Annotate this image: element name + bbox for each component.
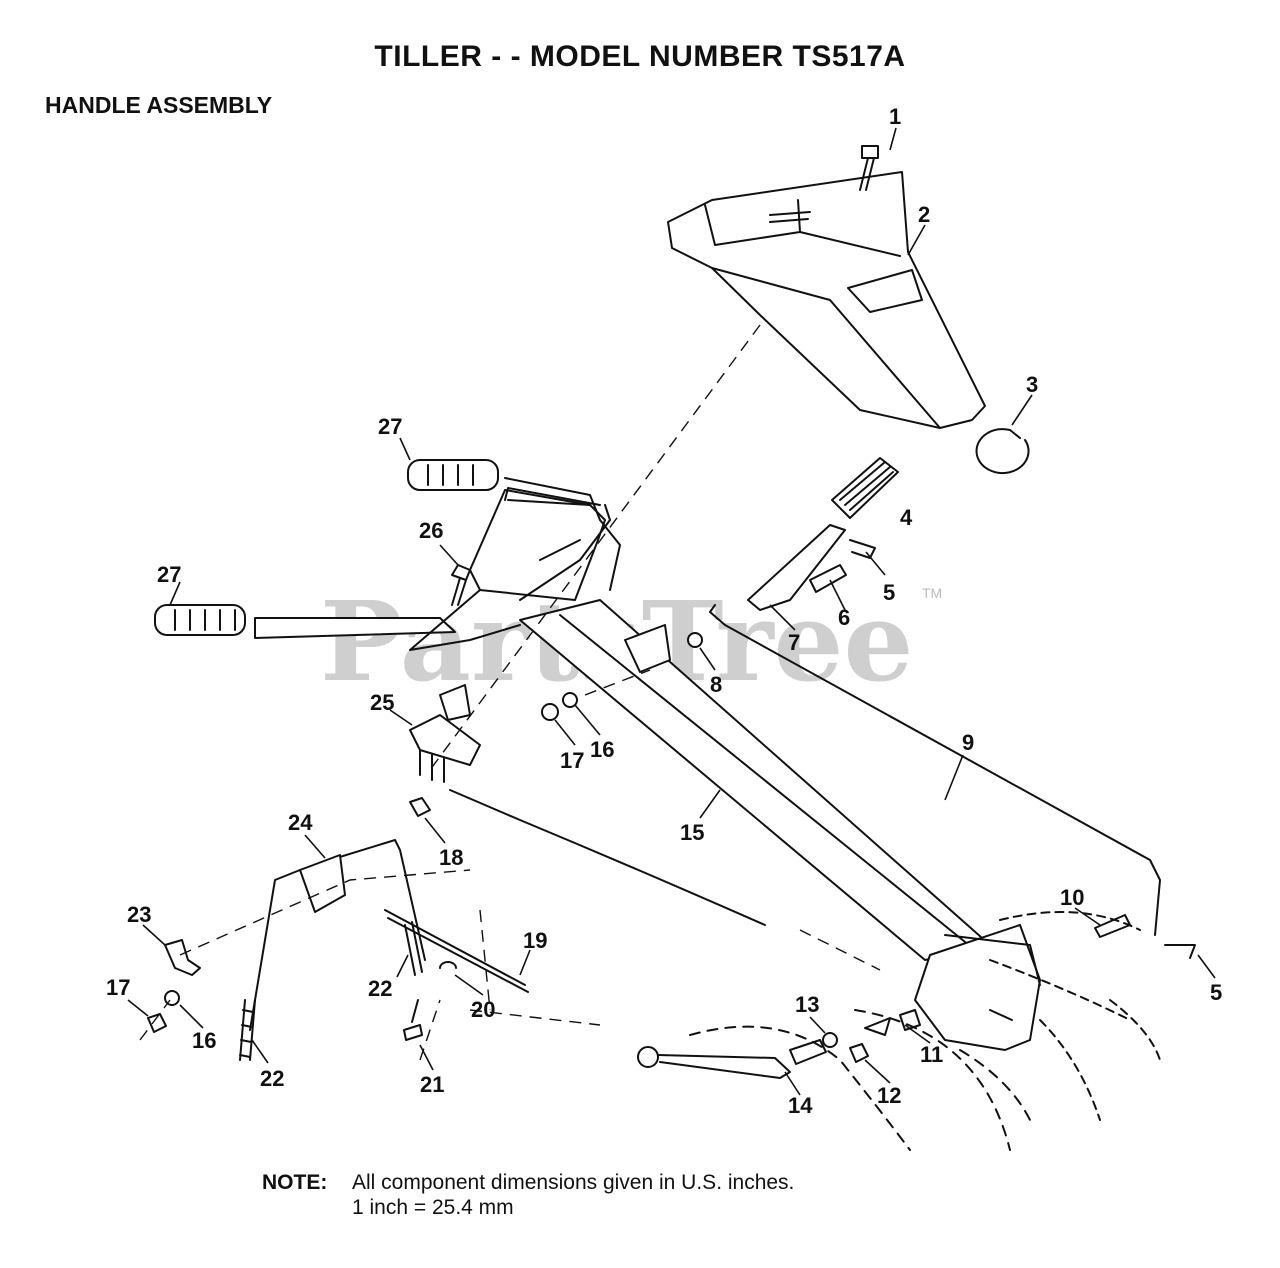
callout-5-right: 5	[1210, 980, 1222, 1005]
lever-grip	[831, 457, 899, 519]
bracket-8-mount	[624, 624, 671, 673]
spring-22-b	[404, 921, 423, 976]
callout-24: 24	[288, 810, 313, 835]
housing-outline	[989, 911, 1161, 1121]
leader-lines	[127, 127, 1216, 1096]
callout-23: 23	[127, 902, 151, 927]
callout-22-left: 22	[260, 1066, 284, 1091]
callout-26: 26	[419, 518, 443, 543]
clutch-cable	[449, 789, 766, 926]
callout-10: 10	[1060, 885, 1084, 910]
nut-12	[849, 1043, 869, 1063]
nut-17-left	[147, 1013, 167, 1033]
note-line-1: All component dimensions given in U.S. i…	[352, 1171, 795, 1194]
washer-13	[822, 1032, 838, 1048]
callout-12: 12	[877, 1083, 901, 1108]
callout-19: 19	[523, 928, 547, 953]
callout-17-center: 17	[560, 748, 584, 773]
callout-13: 13	[795, 992, 819, 1017]
callout-17-left: 17	[106, 975, 130, 1000]
callout-18: 18	[439, 845, 463, 870]
spacer-8	[687, 632, 703, 648]
console-cover	[667, 171, 986, 429]
callout-11: 11	[920, 1042, 943, 1067]
callout-2: 2	[918, 202, 930, 227]
callout-7: 7	[788, 630, 800, 655]
nut-18	[409, 797, 431, 817]
bolt-21	[403, 999, 423, 1041]
washer-17-center	[541, 703, 559, 721]
callout-25: 25	[370, 690, 394, 715]
grip-left	[154, 604, 246, 636]
washer-20	[439, 961, 457, 969]
retaining-ring	[975, 428, 1030, 475]
callout-15: 15	[680, 820, 704, 845]
spring-19	[384, 909, 529, 993]
callout-4: 4	[900, 505, 913, 530]
lever-plate-24	[299, 854, 346, 913]
diagram-title: TILLER - - MODEL NUMBER TS517A	[374, 40, 906, 73]
callout-22-right: 22	[368, 976, 392, 1001]
note-line-2: 1 inch = 25.4 mm	[352, 1196, 514, 1219]
wheel-outline	[854, 1009, 1031, 1151]
callout-3: 3	[1026, 372, 1038, 397]
callout-21: 21	[420, 1072, 444, 1097]
depth-lever	[637, 1039, 827, 1079]
bolt-6	[809, 564, 847, 593]
handle-tube	[519, 599, 1041, 1051]
callout-16-center: 16	[590, 737, 614, 762]
pin-5b	[1164, 944, 1196, 959]
callout-27-left: 27	[157, 562, 181, 587]
spring-22-a	[239, 999, 256, 1061]
dashed-arc	[689, 1025, 911, 1151]
knob-11	[864, 1009, 921, 1036]
section-title: HANDLE ASSEMBLY	[45, 92, 273, 118]
callout-8: 8	[710, 672, 722, 697]
callout-5: 5	[883, 580, 895, 605]
clip-23	[164, 939, 201, 976]
callout-1: 1	[889, 104, 901, 129]
assembly-lines	[139, 324, 881, 1061]
callout-27-upper: 27	[378, 414, 402, 439]
bolt-26	[451, 564, 471, 606]
control-bracket	[409, 684, 481, 783]
handlebar	[254, 487, 621, 651]
lever-arm	[747, 524, 846, 611]
callout-9: 9	[962, 730, 974, 755]
callout-20: 20	[471, 997, 495, 1022]
bolt-1	[859, 145, 879, 191]
watermark-mark: TM	[922, 585, 942, 601]
grip-upper	[407, 459, 601, 521]
washer-16-center	[562, 692, 578, 708]
pin-5	[849, 539, 876, 559]
note-label: NOTE:	[262, 1171, 328, 1194]
callout-6: 6	[838, 605, 850, 630]
callout-16-left: 16	[192, 1028, 216, 1053]
callout-14: 14	[788, 1093, 813, 1118]
shift-rod	[709, 604, 1161, 936]
